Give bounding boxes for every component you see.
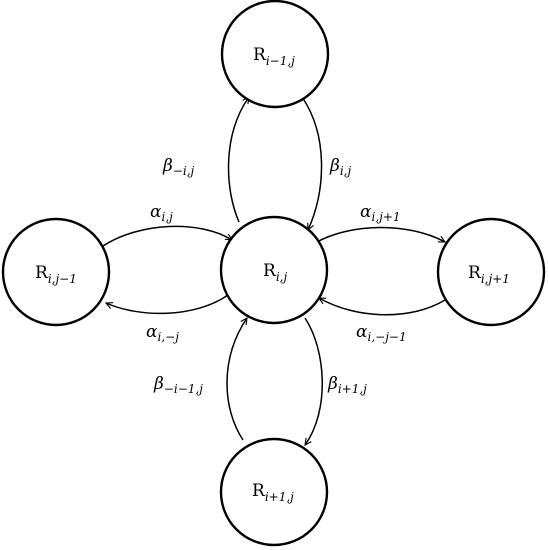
svg-text:Ri,j+1: Ri,j+1 (468, 263, 510, 286)
edge-center-left (106, 294, 229, 315)
node-right: Ri,j+1 (436, 217, 546, 327)
label-center-bottom: βi+1,j (327, 374, 367, 396)
node-left-main: R (35, 263, 49, 283)
node-center-main: R (263, 261, 277, 281)
label-center-top: β−i,j (162, 156, 195, 178)
label-left-center: αi,j (150, 202, 173, 224)
node-left: Ri,j−1 (1, 217, 111, 327)
node-center-sub: i,j (276, 270, 288, 284)
node-top-sub: i−1,j (266, 54, 295, 68)
node-bottom-main: R (252, 481, 266, 501)
node-left-sub: i,j−1 (48, 272, 77, 286)
edge-left-center (102, 225, 232, 247)
node-center: Ri,j (219, 215, 329, 325)
edges (102, 96, 446, 445)
label-bottom-center: β−i−1,j (153, 374, 203, 396)
node-top: Ri−1,j (220, 0, 330, 109)
node-right-main: R (468, 263, 482, 283)
edge-right-center (319, 297, 446, 316)
edge-center-right (314, 226, 445, 244)
edge-top-center (301, 96, 323, 230)
svg-text:Ri,j: Ri,j (263, 261, 287, 284)
label-center-left: αi,−j (146, 322, 179, 344)
svg-text:Ri,j−1: Ri,j−1 (35, 263, 77, 286)
label-top-center: βi,j (329, 156, 351, 178)
edge-bottom-center (226, 318, 247, 441)
edge-center-top (227, 97, 249, 223)
edge-labels: β−i,j βi,j αi,j αi,−j αi,j+1 αi,−j−1 β−i… (146, 156, 407, 396)
svg-text:Ri+1,j: Ri+1,j (252, 481, 294, 504)
edge-center-bottom (305, 317, 323, 445)
node-right-sub: i,j+1 (481, 272, 510, 286)
label-center-right: αi,j+1 (360, 202, 401, 224)
node-bottom-sub: i+1,j (265, 490, 294, 504)
node-bottom: Ri+1,j (219, 437, 329, 547)
node-top-main: R (253, 45, 267, 65)
svg-text:Ri−1,j: Ri−1,j (253, 45, 295, 68)
label-right-center: αi,−j−1 (356, 322, 407, 344)
